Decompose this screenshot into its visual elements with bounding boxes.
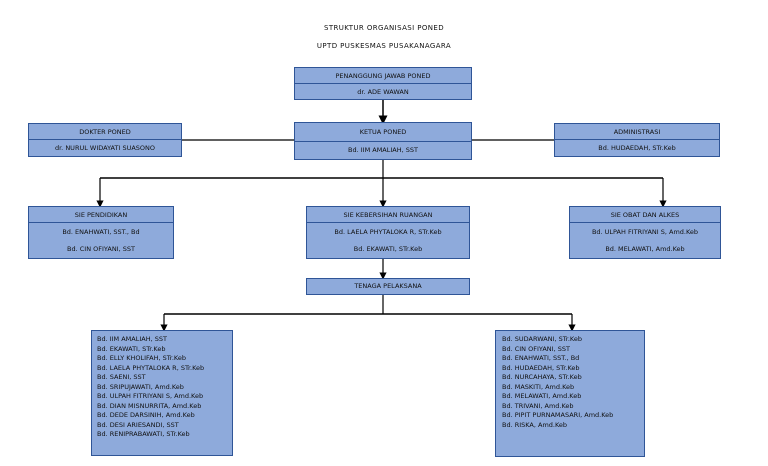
box-sie-obat-alkes: SIE OBAT DAN ALKES Bd. ULPAH FITRIYANI S… — [569, 206, 721, 259]
box-label: KETUA PONED — [295, 123, 471, 142]
box-ketua-poned: KETUA PONED Bd. IIM AMALIAH, SST — [294, 122, 472, 160]
box-label: ADMINISTRASI — [555, 124, 719, 140]
staff-list-item: Bd. SUDARWANI, STr.Keb — [502, 335, 582, 343]
staff-list-item: Bd. MASKITI, Amd.Keb — [502, 382, 575, 391]
staff-list-item: Bd. LAELA PHYTALOKA R, STr.Keb — [97, 363, 205, 372]
box-staff-list-left: Bd. IIM AMALIAH, SST Bd. EKAWATI, STr.Ke… — [91, 330, 233, 456]
chart-title: STRUKTUR ORGANISASI PONED — [323, 24, 444, 32]
staff-list-item: Bd. TRIVANI, Amd.Keb — [502, 401, 574, 410]
staff-list-item: Bd. SRIPUJAWATI, Amd.Keb — [97, 382, 184, 391]
box-name: Bd. ENAHWATI, SST., Bd — [62, 228, 140, 236]
box-name: Bd. ULPAH FITRIYANI S, Amd.Keb — [591, 228, 699, 236]
box-name: Bd. CIN OFIYANI, SST — [67, 245, 135, 253]
staff-list-item: Bd. RENIPRABAWATI, STr.Keb — [97, 430, 190, 439]
box-label: SIE OBAT DAN ALKES — [570, 207, 720, 223]
box-sie-pendidikan: SIE PENDIDIKAN Bd. ENAHWATI, SST., Bd Bd… — [28, 206, 174, 259]
box-administrasi: ADMINISTRASI Bd. HUDAEDAH, STr.Keb — [554, 123, 720, 157]
staff-list-item: Bd. PIPIT PURNAMASARI, Amd.Keb — [502, 411, 614, 420]
staff-list-item: Bd. ENAHWATI, SST., Bd — [502, 354, 580, 363]
box-name: dr. NURUL WIDAYATI SUASONO — [54, 144, 155, 152]
box-label: SIE KEBERSIHAN RUANGAN — [307, 207, 469, 223]
staff-list-item: Bd. DIAN MISNURRITA, Amd.Keb — [97, 401, 202, 410]
staff-list-item: Bd. SAENI, SST — [97, 373, 146, 382]
staff-list-item: Bd. IIM AMALIAH, SST — [97, 335, 167, 343]
box-name: dr. ADE WAWAN — [357, 87, 409, 96]
box-penanggung-jawab: PENANGGUNG JAWAB PONED dr. ADE WAWAN — [294, 67, 472, 100]
box-name: Bd. MELAWATI, Amd.Keb — [605, 245, 685, 253]
staff-list-item: Bd. NURCAHAYA, STr.Keb — [502, 373, 582, 382]
chart-subtitle: UPTD PUSKESMAS PUSAKANAGARA — [316, 42, 452, 50]
staff-list-item: Bd. CIN OFIYANI, SST — [502, 344, 570, 353]
box-label: TENAGA PELAKSANA — [354, 282, 422, 290]
staff-list-item: Bd. ULPAH FITRIYANI S, Amd.Keb — [97, 392, 204, 401]
box-name: Bd. EKAWATI, STr.Keb — [353, 245, 423, 253]
staff-list-item: Bd. HUDAEDAH, STr.Keb — [502, 363, 580, 372]
box-label: SIE PENDIDIKAN — [29, 207, 173, 223]
box-name: Bd. IIM AMALIAH, SST — [348, 146, 418, 154]
box-sie-kebersihan: SIE KEBERSIHAN RUANGAN Bd. LAELA PHYTALO… — [306, 206, 470, 259]
box-name: Bd. HUDAEDAH, STr.Keb — [598, 144, 676, 152]
box-tenaga-pelaksana: TENAGA PELAKSANA — [306, 278, 470, 295]
staff-list-item: Bd. RISKA, Amd.Keb — [502, 420, 568, 429]
staff-list-item: Bd. DEDE DARSINIH, Amd.Keb — [97, 411, 195, 420]
staff-list-item: Bd. MELAWATI, Amd.Keb — [502, 392, 582, 401]
box-name: Bd. LAELA PHYTALOKA R, STr.Keb — [334, 228, 442, 236]
staff-list-item: Bd. ELLY KHOLIFAH, STr.Keb — [97, 354, 187, 363]
staff-list-item: Bd. DESI ARIESANDI, SST — [97, 420, 179, 429]
box-label: PENANGGUNG JAWAB PONED — [295, 68, 471, 84]
box-staff-list-right: Bd. SUDARWANI, STr.Keb Bd. CIN OFIYANI, … — [495, 330, 645, 457]
box-dokter-poned: DOKTER PONED dr. NURUL WIDAYATI SUASONO — [28, 123, 182, 157]
staff-list-item: Bd. EKAWATI, STr.Keb — [97, 344, 166, 353]
box-label: DOKTER PONED — [29, 124, 181, 140]
